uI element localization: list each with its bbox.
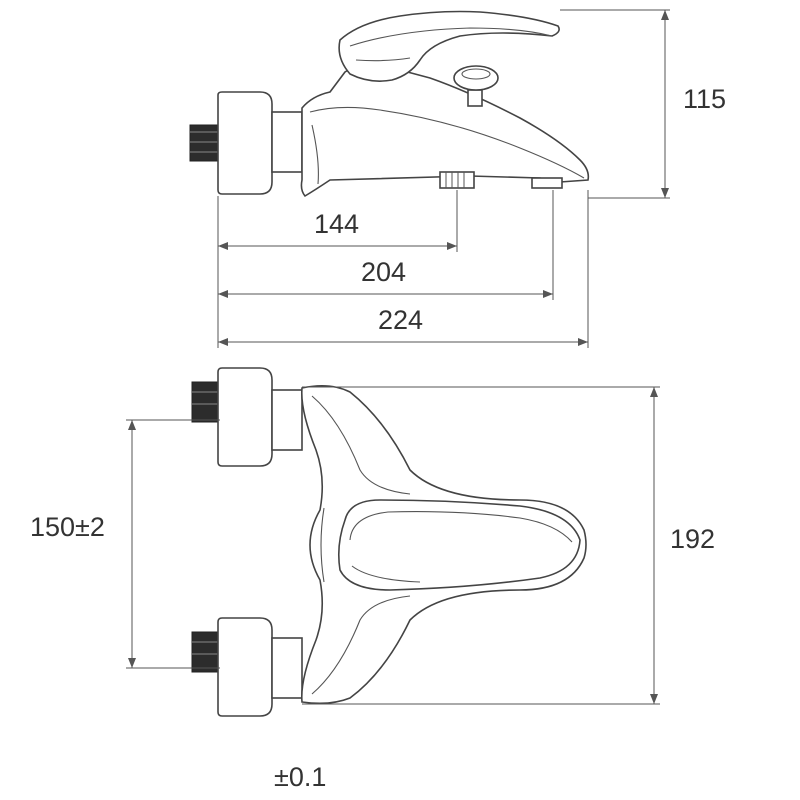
side-escutcheon — [217, 91, 273, 195]
dim-label-224: 224 — [378, 305, 424, 335]
top-lever-contour — [349, 511, 573, 543]
dim-204-line — [218, 290, 553, 298]
dim-label-144: 144 — [314, 209, 360, 239]
side-shower-outlet — [439, 171, 475, 189]
top-body-contour-3 — [320, 507, 325, 583]
top-inlet-thread-upper — [191, 381, 219, 423]
side-lever-contour-2 — [355, 57, 411, 62]
top-escutcheon-upper — [217, 367, 273, 467]
top-lever-handle — [338, 499, 581, 591]
dim-label-192: 192 — [670, 524, 716, 554]
dim-label-150: 150±2 — [30, 512, 105, 542]
side-connector — [271, 111, 303, 173]
top-body-contour — [311, 395, 411, 495]
side-diverter-knob — [453, 65, 499, 107]
dim-144-line — [218, 242, 457, 250]
side-lever-handle — [338, 10, 560, 82]
dim-label-height: 115 — [683, 84, 727, 114]
dim-192-line — [650, 387, 658, 704]
side-lever-contour — [349, 27, 553, 47]
top-connector-lower — [271, 637, 303, 699]
dim-150-line — [128, 420, 136, 668]
top-body-contour-2 — [311, 595, 411, 695]
side-body-contour — [309, 106, 585, 179]
side-view — [189, 9, 670, 348]
top-inlet-thread-lower — [191, 631, 219, 673]
dim-224-line — [218, 338, 588, 346]
top-escutcheon-lower — [217, 617, 273, 717]
top-lever-contour-2 — [351, 565, 421, 583]
top-connector-upper — [271, 389, 303, 451]
dim-label-204: 204 — [361, 257, 407, 287]
tolerance-note: ±0.1 — [274, 762, 327, 792]
dim-height-line — [661, 10, 669, 198]
top-view — [126, 367, 660, 717]
side-body-contour-2 — [311, 124, 319, 185]
side-inlet-thread — [189, 124, 219, 162]
side-spout-outlet — [531, 177, 563, 189]
